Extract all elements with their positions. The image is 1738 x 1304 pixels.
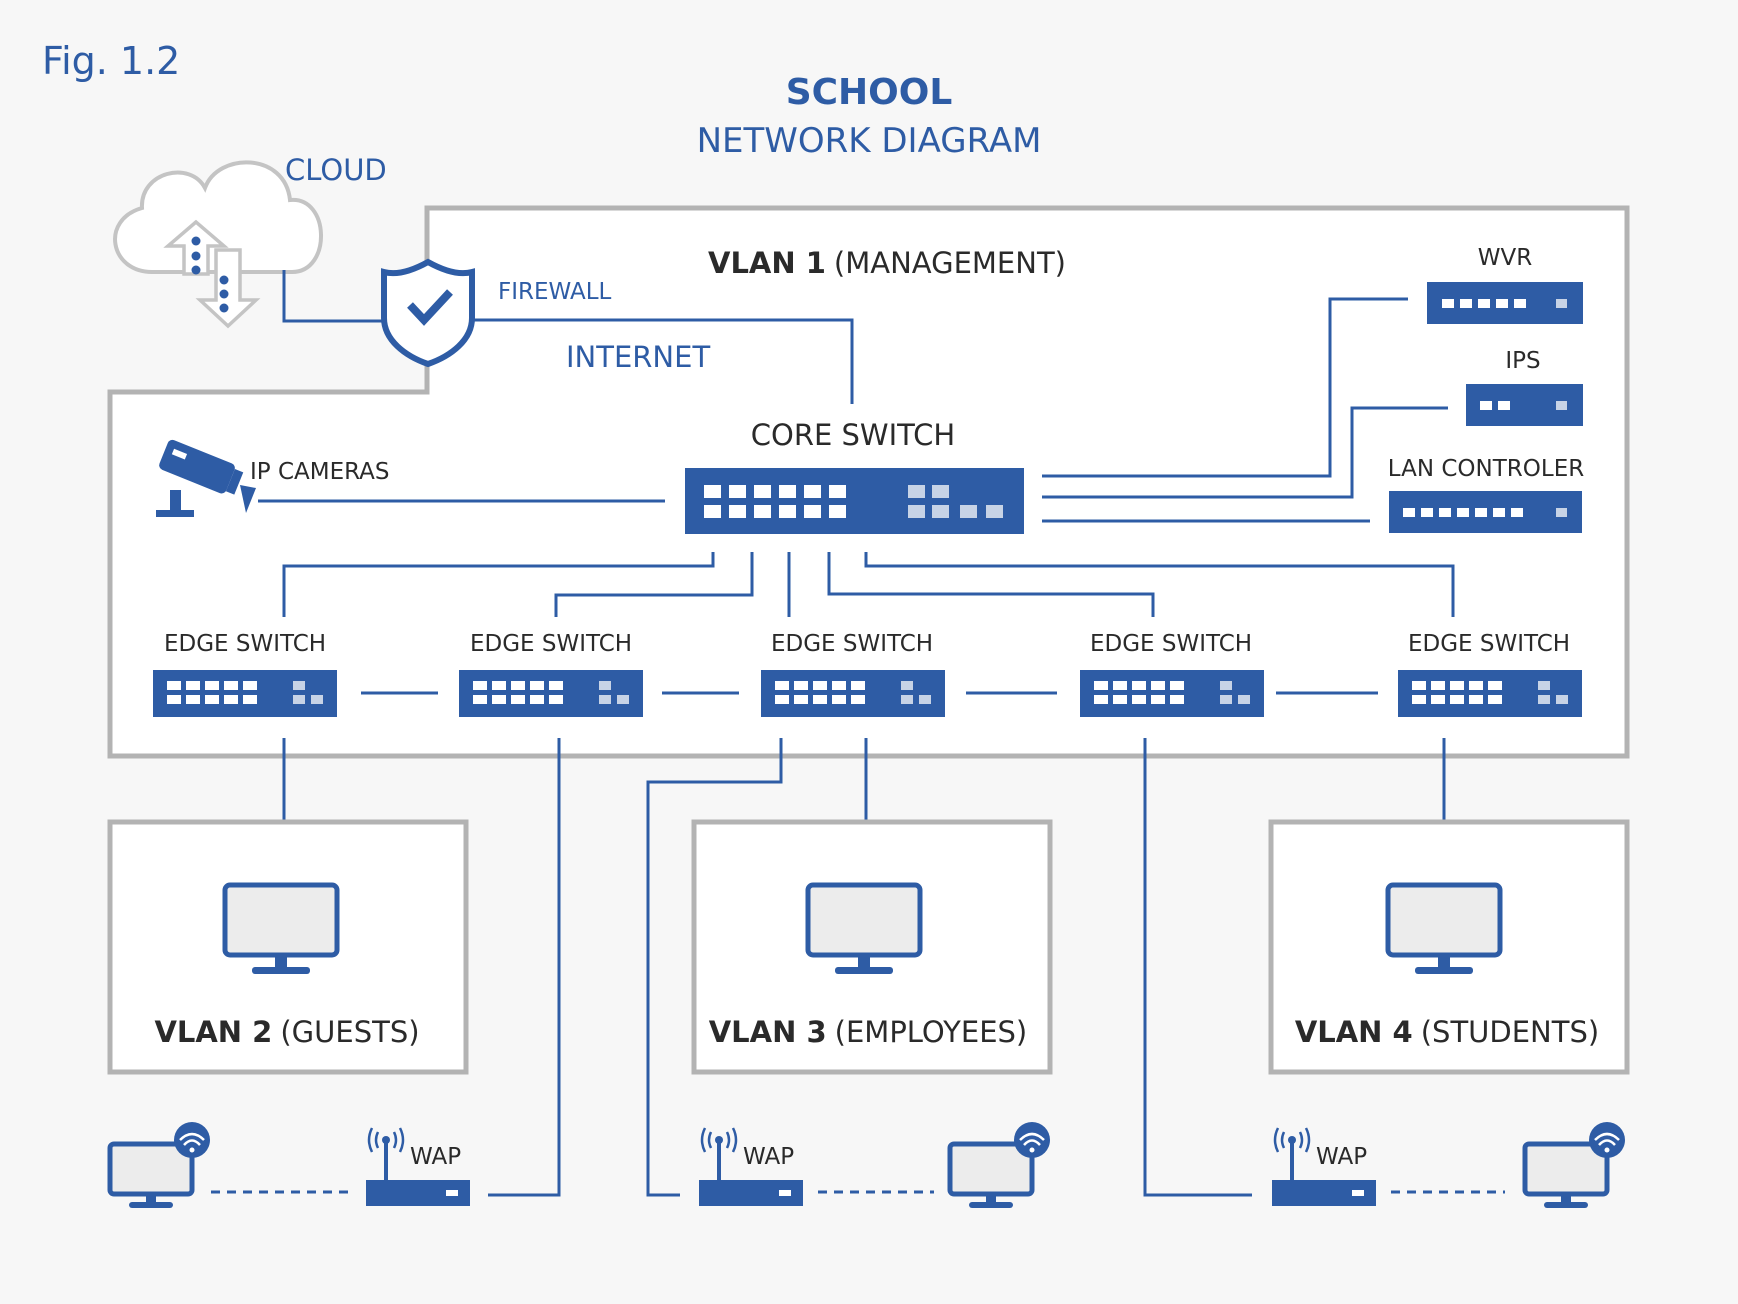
- vlan3-monitor-icon: [805, 882, 923, 974]
- wire-edge3-wap2: [646, 738, 783, 1197]
- wireless-client-3-icon: [1522, 1122, 1625, 1208]
- vlan2-monitor-icon: [222, 882, 340, 974]
- security-camera-icon: [156, 439, 256, 517]
- vlan4-monitor-icon: [1385, 882, 1503, 974]
- vlan3-role: (EMPLOYEES): [835, 1015, 1028, 1049]
- vlan2-role: (GUESTS): [280, 1015, 419, 1049]
- wap-2-label: WAP: [743, 1144, 794, 1170]
- internet-label: INTERNET: [566, 340, 710, 374]
- ips-label: IPS: [1505, 348, 1540, 374]
- vlan2-name: VLAN 2: [154, 1015, 272, 1049]
- diagram-title: SCHOOL: [786, 72, 953, 113]
- cloud-label: CLOUD: [285, 153, 387, 187]
- wire-edge2-wap1: [488, 738, 561, 1197]
- wire-cloud-firewall: [282, 270, 386, 323]
- ips-device: [1466, 384, 1583, 426]
- core-switch-label: CORE SWITCH: [751, 418, 955, 452]
- vlan1-label: VLAN 1(MANAGEMENT): [708, 246, 1066, 280]
- cloud-icon: [113, 160, 323, 329]
- wap-3-label: WAP: [1316, 1144, 1367, 1170]
- wap-3-icon: [1272, 1127, 1376, 1206]
- wire-edge4-wap3: [1143, 738, 1252, 1197]
- firewall-label: FIREWALL: [498, 279, 612, 305]
- wire-core-ips: [1042, 406, 1448, 499]
- wifi-icon: [1014, 1122, 1050, 1158]
- vlan4-role: (STUDENTS): [1421, 1015, 1599, 1049]
- wire-core-edge4: [827, 552, 1155, 617]
- wire-firewall-core: [472, 318, 854, 404]
- wifi-icon: [174, 1122, 210, 1158]
- diagram-subtitle: NETWORK DIAGRAM: [697, 121, 1042, 161]
- wap-1-label: WAP: [410, 1144, 461, 1170]
- vlan1-role: (MANAGEMENT): [834, 246, 1066, 280]
- vlan3-label: VLAN 3(EMPLOYEES): [709, 1015, 1028, 1049]
- vlan4-label: VLAN 4(STUDENTS): [1295, 1015, 1599, 1049]
- wireless-client-1-icon: [107, 1122, 210, 1208]
- wire-core-edge1: [282, 552, 715, 617]
- wap-1-icon: [366, 1127, 470, 1206]
- vlan2-label: VLAN 2(GUESTS): [154, 1015, 419, 1049]
- vlan3-name: VLAN 3: [709, 1015, 827, 1049]
- edge-switch-1-label: EDGE SWITCH: [164, 631, 326, 657]
- wvr-device: [1427, 282, 1583, 324]
- edge-switch-1: [153, 670, 337, 717]
- vlan1-name: VLAN 1: [708, 246, 826, 280]
- wifi-icon: [1589, 1122, 1625, 1158]
- core-switch: [685, 468, 1024, 534]
- lan-controller-device: [1389, 491, 1582, 533]
- wireless-client-2-icon: [947, 1122, 1050, 1208]
- edge-switch-4: [1080, 670, 1264, 717]
- wire-core-wvr: [1042, 297, 1408, 478]
- lan-controller-label: LAN CONTROLER: [1388, 456, 1584, 482]
- figure-label: Fig. 1.2: [42, 39, 180, 83]
- ip-cameras-label: IP CAMERAS: [250, 459, 390, 485]
- wvr-label: WVR: [1478, 245, 1532, 271]
- wire-core-edge2: [554, 552, 754, 617]
- edge-switch-3: [761, 670, 945, 717]
- wap-2-icon: [699, 1127, 803, 1206]
- wire-core-edge5: [864, 552, 1455, 617]
- edge-switch-5: [1398, 670, 1582, 717]
- vlan4-name: VLAN 4: [1295, 1015, 1413, 1049]
- shield-check-icon: [381, 258, 475, 368]
- edge-switch-2-label: EDGE SWITCH: [470, 631, 632, 657]
- edge-switch-3-label: EDGE SWITCH: [771, 631, 933, 657]
- edge-switch-5-label: EDGE SWITCH: [1408, 631, 1570, 657]
- edge-switch-4-label: EDGE SWITCH: [1090, 631, 1252, 657]
- edge-switch-2: [459, 670, 643, 717]
